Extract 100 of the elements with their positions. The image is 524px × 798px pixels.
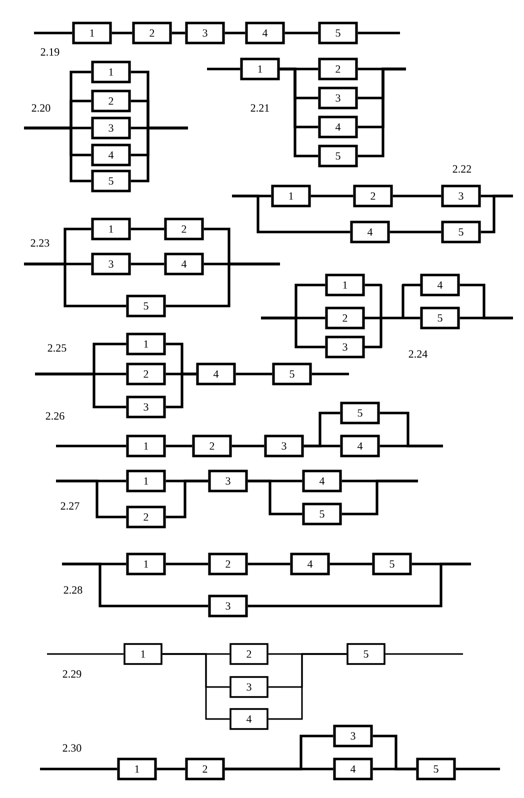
- block-box: 5: [416, 758, 456, 780]
- block-box: 2: [192, 434, 232, 458]
- block-box: 3: [325, 336, 365, 358]
- diagram-number: 2.20: [32, 104, 50, 112]
- connector-line: [304, 412, 340, 448]
- connector-line: [224, 32, 246, 34]
- connector-line: [166, 372, 196, 408]
- block-box: 1: [126, 434, 166, 458]
- diagram-number: 2.19: [40, 48, 60, 56]
- block-box: 4: [290, 552, 330, 576]
- connector-line: [156, 768, 186, 770]
- diagram-number: 2.23: [30, 239, 50, 247]
- block-box: 3: [318, 86, 358, 110]
- diagram-number: 2.24: [408, 350, 428, 358]
- connector-line: [166, 444, 192, 448]
- connector-line: [261, 316, 326, 348]
- connector-line: [224, 768, 334, 770]
- block-box: 4: [196, 362, 236, 386]
- block-box: 3: [185, 22, 225, 44]
- block-box: 4: [245, 22, 285, 44]
- block-box: 1: [126, 552, 166, 576]
- connector-line: [162, 653, 230, 720]
- connector-line: [364, 284, 422, 348]
- connector-line: [358, 68, 406, 158]
- block-box: 5: [441, 220, 481, 244]
- diagram-number: 2.28: [64, 586, 82, 594]
- block-box: 4: [164, 252, 204, 276]
- diagram-number: 2.29: [62, 670, 82, 678]
- connector-line: [207, 68, 240, 70]
- block-box: 3: [264, 434, 304, 458]
- block-box: 4: [340, 434, 380, 458]
- connector-line: [358, 32, 400, 34]
- connector-line: [342, 480, 418, 516]
- connector-line: [34, 32, 72, 34]
- block-box: 4: [333, 758, 373, 780]
- diagram-number: 2.30: [62, 744, 82, 752]
- connector-line: [310, 194, 354, 198]
- connector-line: [248, 480, 302, 516]
- connector-line: [232, 194, 350, 234]
- block-box: 4: [91, 144, 131, 166]
- connector-line: [130, 262, 164, 266]
- block-box: 1: [240, 58, 280, 80]
- block-box: 2: [325, 306, 365, 330]
- connector-line: [248, 562, 290, 566]
- block-box: 2: [164, 218, 204, 240]
- block-box: 4: [318, 116, 358, 138]
- block-box: 1: [271, 184, 311, 208]
- block-box: 3: [208, 594, 248, 618]
- block-box: 1: [126, 332, 166, 356]
- connector-line: [166, 262, 280, 308]
- connector-line: [330, 562, 372, 566]
- block-box: 5: [318, 144, 358, 168]
- block-box: 1: [91, 218, 131, 240]
- connector-line: [130, 126, 188, 182]
- connector-line: [460, 316, 513, 320]
- block-box: 4: [350, 220, 390, 244]
- block-box: 1: [126, 470, 166, 492]
- connector-line: [47, 653, 124, 655]
- connector-line: [380, 412, 443, 448]
- block-box: 1: [72, 22, 112, 44]
- block-box: 3: [441, 184, 481, 208]
- block-box: 1: [325, 274, 365, 296]
- connector-line: [166, 562, 208, 566]
- block-box: 3: [230, 676, 268, 698]
- connector-line: [372, 768, 416, 770]
- block-box: 5: [372, 552, 412, 576]
- block-box: 3: [91, 252, 131, 276]
- block-box: 5: [318, 22, 358, 44]
- connector-line: [112, 32, 132, 34]
- block-box: 2: [230, 643, 268, 665]
- connector-line: [130, 228, 164, 230]
- block-box: 5: [272, 362, 312, 386]
- block-box: 4: [302, 470, 342, 492]
- connector-line: [280, 68, 318, 158]
- connector-line: [284, 32, 318, 34]
- block-box: 2: [208, 552, 248, 576]
- connector-line: [166, 480, 208, 518]
- connector-line: [232, 444, 264, 448]
- block-box: 5: [126, 294, 166, 318]
- connector-line: [56, 444, 126, 448]
- block-box: 1: [124, 643, 162, 665]
- block-box: 3: [91, 116, 131, 140]
- block-box: 3: [208, 470, 248, 492]
- block-box: 4: [230, 708, 268, 730]
- connector-line: [24, 126, 92, 182]
- block-box: 2: [126, 362, 166, 386]
- connector-line: [236, 372, 272, 376]
- diagram-number: 2.22: [452, 165, 471, 173]
- connector-line: [172, 32, 186, 34]
- connector-line: [385, 653, 463, 655]
- block-box: 2: [132, 22, 172, 44]
- block-box: 2: [318, 58, 358, 80]
- diagram-number: 2.27: [60, 502, 80, 510]
- connector-line: [56, 480, 126, 518]
- block-box: 5: [302, 502, 342, 526]
- connector-line: [248, 562, 471, 608]
- block-box: 3: [333, 724, 373, 748]
- diagram-number: 2.25: [48, 344, 66, 352]
- connector-line: [62, 562, 208, 608]
- block-box: 1: [117, 758, 157, 780]
